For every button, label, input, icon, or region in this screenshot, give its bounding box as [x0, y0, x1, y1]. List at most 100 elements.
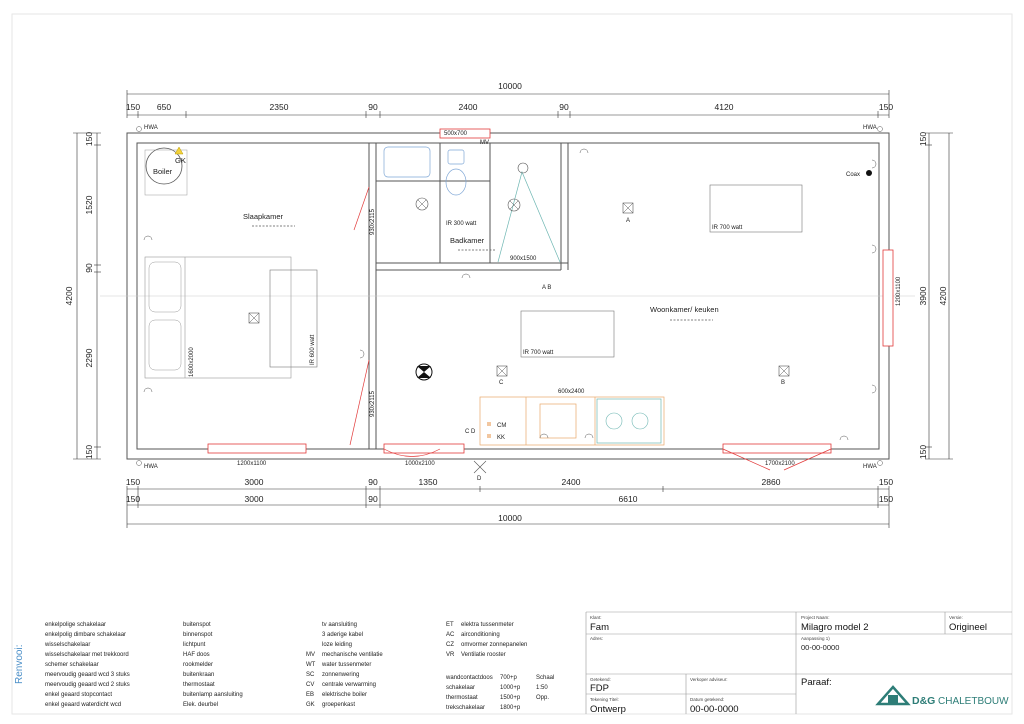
legend-item: wisselschakelaar met trekkoord — [44, 652, 129, 658]
bed-size-label: 1600x2000 — [189, 347, 195, 377]
adres-label: Adres: — [590, 636, 603, 641]
kitchen-sink — [596, 398, 662, 444]
dim-top-seg: 90 — [368, 102, 378, 112]
aanpassing-label: Aanpassing 1) — [801, 636, 830, 641]
legend-code: WT — [306, 662, 316, 668]
dim-left-seg: 150 — [84, 445, 94, 459]
tap-icon — [136, 460, 142, 466]
legend-col4: ET elektra tussenmeter AC airconditionin… — [446, 622, 527, 658]
dim-top-seg: 650 — [157, 102, 171, 112]
pillow — [148, 261, 182, 313]
height-item: trekschakelaar — [446, 705, 485, 711]
window-size-label: 1200x1100 — [237, 461, 267, 467]
dim-bottom-seg: 6610 — [619, 494, 638, 504]
dim-bottom-seg: 90 — [368, 494, 378, 504]
dim-top-seg: 90 — [559, 102, 569, 112]
dim-left-seg: 1520 — [84, 195, 94, 214]
getekend-value: FDP — [590, 683, 609, 694]
dim-right-seg: 150 — [918, 445, 928, 459]
socket-icons — [143, 148, 877, 441]
room-label-slaapkamer: Slaapkamer — [243, 212, 284, 221]
dim-right-seg: 150 — [918, 132, 928, 146]
coax-icon — [866, 170, 872, 176]
legend-item: enkel geaard stopcontact — [45, 692, 112, 698]
dim-bottom-seg: 150 — [879, 477, 893, 487]
legend-item: schemer schakelaar — [45, 662, 99, 668]
versie-label: Versie: — [949, 615, 963, 620]
paraaf-label: Paraaf: — [801, 677, 832, 688]
light-point-icon — [778, 365, 790, 377]
light-point-icon — [622, 202, 634, 214]
coax-label: Coax — [846, 172, 860, 178]
switch-label: A — [626, 218, 630, 224]
warning-icon — [174, 146, 184, 155]
light-point-icon — [507, 198, 521, 212]
legend-item: enkelpolig dimbare schakelaar — [45, 632, 126, 638]
legend-code: CZ — [446, 642, 454, 648]
getekend-label: Getekend: — [590, 677, 611, 682]
legend-item: binnenspot — [183, 632, 213, 638]
tekening-label: Tekening Titel: — [590, 697, 619, 702]
legend-item: omvormer zonnepanelen — [461, 642, 527, 648]
height-item: thermostaat — [446, 695, 478, 701]
doors — [349, 186, 832, 471]
dim-left-total: 4200 — [64, 286, 74, 305]
legend-item: elektrische boiler — [322, 692, 367, 698]
legend-code: ET — [446, 622, 454, 628]
light-point-icon — [496, 365, 508, 377]
legend-col1: enkelpolige schakelaar enkelpolig dimbar… — [44, 622, 130, 708]
legend-item: tv aansluiting — [322, 622, 357, 628]
datum-value: 00-00-0000 — [690, 704, 739, 715]
datum-label: Datum getekend: — [690, 697, 724, 702]
dim-left-seg: 150 — [84, 132, 94, 146]
project-value: Milagro model 2 — [801, 622, 869, 633]
logo-text: D&G — [912, 695, 935, 707]
legend-item: enkel geaard waterdicht wcd — [45, 702, 121, 708]
room-label-woonkamer: Woonkamer/ keuken — [650, 305, 719, 314]
legend-item: HAF doos — [183, 652, 210, 658]
shower-drain-icon — [517, 162, 529, 174]
heating-panel-label: IR 300 watt — [446, 221, 477, 227]
aanpassing-value: 00-00-0000 — [801, 643, 839, 652]
dim-bottom-seg: 3000 — [245, 494, 264, 504]
outdoor-light-icon — [473, 460, 487, 474]
legend-item: rookmelder — [183, 662, 213, 668]
dim-right-seg: 3900 — [918, 286, 928, 305]
dim-bottom-seg: 2400 — [562, 477, 581, 487]
height-value: 1800+p — [500, 705, 521, 711]
tap-icon — [877, 460, 883, 466]
legend-item: lichtpunt — [183, 642, 206, 648]
legend-item: meervoudig geaard wcd 3 stuks — [45, 672, 130, 678]
legend-item: water tussenmeter — [321, 662, 371, 668]
switch-label: C — [499, 380, 504, 386]
window-size-label: 1000x2100 — [405, 461, 435, 467]
schaal-label: Schaal — [536, 675, 554, 681]
kk-label: KK — [497, 435, 505, 441]
shower-area — [497, 170, 561, 263]
dim-right-total: 4200 — [938, 286, 948, 305]
mv-label: MV — [480, 140, 489, 146]
legend-item: centrale verwarming — [322, 682, 376, 688]
heating-panel-label: IR 700 watt — [523, 350, 554, 356]
dim-top-total: 10000 — [498, 81, 522, 91]
legend-item: wisselschakelaar — [44, 642, 90, 648]
verkoper-label: Verkoper adviseur: — [690, 677, 728, 682]
schaal-value: 1:50 — [536, 685, 548, 691]
light-point-icon — [248, 312, 260, 324]
height-value: 700+p — [500, 675, 518, 681]
legend-code: AC — [446, 632, 455, 638]
room-label-badkamer: Badkamer — [450, 236, 485, 245]
legend-code: MV — [306, 652, 315, 658]
height-value: 1500+p — [500, 695, 521, 701]
kitchen-unit — [479, 396, 665, 446]
switch-label: D — [477, 476, 482, 482]
gk-label: GK — [175, 156, 186, 165]
switch-label: B — [781, 380, 785, 386]
versie-value: Origineel — [949, 622, 987, 633]
legend-item: loze leiding — [322, 642, 352, 648]
dim-top-seg: 4120 — [715, 102, 734, 112]
shower-size-label: 900x1500 — [510, 256, 537, 262]
dimension-top — [126, 90, 890, 118]
dim-top-seg: 150 — [879, 102, 893, 112]
legend-heights: wandcontactdoos 700+p schakelaar 1000+p … — [445, 675, 554, 711]
